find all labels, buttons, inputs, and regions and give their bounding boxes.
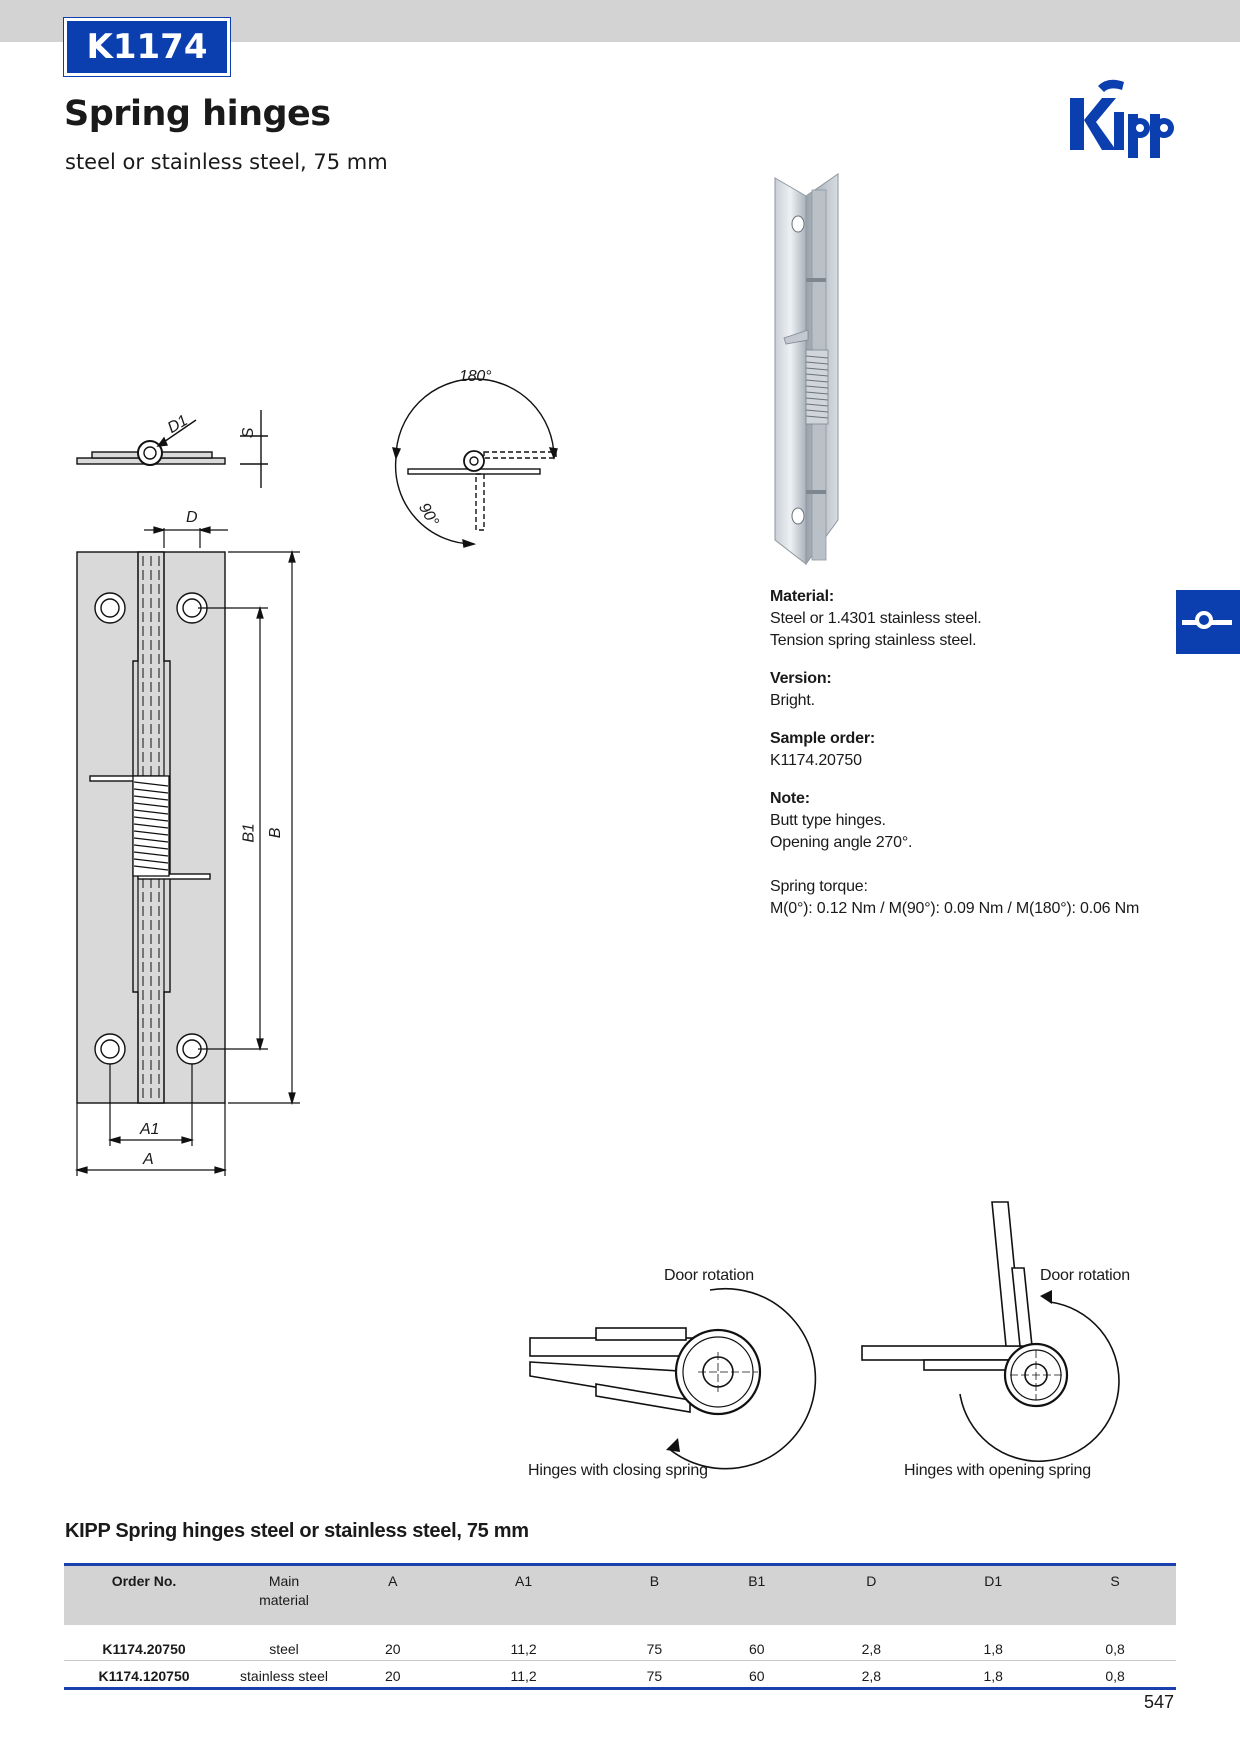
label-a: A: [143, 1151, 154, 1168]
door-rotation-label-right: Door rotation: [1040, 1267, 1130, 1284]
note-line2: Opening angle 270°.: [770, 834, 913, 851]
spring-torque-value: M(0°): 0.12 Nm / M(90°): 0.09 Nm / M(180…: [770, 900, 1140, 917]
cell-b: 75: [605, 1624, 704, 1661]
header-main-line1: Main: [268, 1573, 300, 1589]
side-tab: [1176, 590, 1240, 654]
label-s: S: [240, 427, 258, 439]
header-s: S: [1054, 1563, 1176, 1625]
material-line2: Tension spring stainless steel.: [770, 632, 977, 649]
header-b1: B1: [703, 1563, 811, 1625]
product-photo: [774, 173, 839, 566]
kipp-logo: [1070, 79, 1174, 158]
cell-s: 0,8: [1054, 1624, 1176, 1661]
version-block: Version: Bright.: [770, 668, 1190, 712]
cell-a: 20: [344, 1660, 442, 1690]
hinge-front-view: [74, 526, 300, 1176]
cell-b: 75: [605, 1660, 704, 1690]
table-header-row: Order No. Main material A A1 B B1 D D1 S: [64, 1563, 1176, 1625]
opening-spring-diagram: [861, 1201, 1120, 1462]
version-value: Bright.: [770, 692, 815, 709]
note-heading: Note:: [770, 790, 810, 807]
door-rotation-label-left: Door rotation: [664, 1267, 754, 1284]
product-info: Material: Steel or 1.4301 stainless stee…: [770, 586, 1190, 936]
closing-spring-diagram: [529, 1287, 817, 1470]
spring-torque-block: Spring torque: M(0°): 0.12 Nm / M(90°): …: [770, 876, 1190, 920]
cell-material: steel: [224, 1624, 344, 1661]
cell-b1: 60: [703, 1660, 811, 1690]
sample-order-heading: Sample order:: [770, 730, 875, 747]
material-heading: Material:: [770, 588, 834, 605]
header-order-no: Order No.: [64, 1563, 224, 1625]
table-row: K1174.120750 stainless steel 20 11,2 75 …: [64, 1660, 1176, 1690]
table-row: K1174.20750 steel 20 11,2 75 60 2,8 1,8 …: [64, 1624, 1176, 1661]
header-a1: A1: [441, 1563, 606, 1625]
header-b: B: [605, 1563, 704, 1625]
cell-order-no: K1174.120750: [64, 1660, 224, 1690]
material-line1: Steel or 1.4301 stainless steel.: [770, 610, 982, 627]
sample-order-value: K1174.20750: [770, 752, 862, 769]
header-main-material: Main material: [224, 1563, 344, 1625]
cell-a1: 11,2: [441, 1624, 606, 1661]
product-code-badge: K1174: [63, 17, 231, 77]
label-b: B: [267, 827, 285, 839]
spring-torque-heading: Spring torque:: [770, 878, 868, 895]
label-angle-180: 180°: [459, 368, 492, 385]
table-title: KIPP Spring hinges steel or stainless st…: [65, 1520, 529, 1542]
page-title: Spring hinges: [64, 94, 331, 134]
cell-d: 2,8: [810, 1660, 933, 1690]
cell-a: 20: [344, 1624, 442, 1661]
label-a1: A1: [140, 1121, 160, 1138]
material-block: Material: Steel or 1.4301 stainless stee…: [770, 586, 1190, 652]
label-d: D: [186, 509, 198, 526]
opening-angle-diagram: [392, 378, 558, 548]
sample-order-block: Sample order: K1174.20750: [770, 728, 1190, 772]
header-d: D: [810, 1563, 933, 1625]
page-number: 547: [1144, 1692, 1175, 1712]
cell-order-no: K1174.20750: [64, 1624, 224, 1661]
header-a: A: [344, 1563, 442, 1625]
cell-d1: 1,8: [932, 1660, 1055, 1690]
hinge-side-view: [76, 410, 268, 488]
cell-a1: 11,2: [441, 1660, 606, 1690]
cell-d: 2,8: [810, 1624, 933, 1661]
spec-table: Order No. Main material A A1 B B1 D D1 S…: [64, 1563, 1176, 1690]
note-line1: Butt type hinges.: [770, 812, 886, 829]
header-d1: D1: [932, 1563, 1055, 1625]
cell-d1: 1,8: [932, 1624, 1055, 1661]
cell-b1: 60: [703, 1624, 811, 1661]
cell-s: 0,8: [1054, 1660, 1176, 1690]
version-heading: Version:: [770, 670, 832, 687]
page-subtitle: steel or stainless steel, 75 mm: [65, 150, 388, 174]
header-main-line2: material: [259, 1592, 309, 1608]
note-block: Note: Butt type hinges. Opening angle 27…: [770, 788, 1190, 854]
opening-spring-caption: Hinges with opening spring: [904, 1462, 1091, 1479]
closing-spring-caption: Hinges with closing spring: [528, 1462, 708, 1479]
hinge-icon: [1182, 611, 1232, 629]
label-b1: B1: [240, 823, 258, 843]
cell-material: stainless steel: [224, 1660, 344, 1690]
